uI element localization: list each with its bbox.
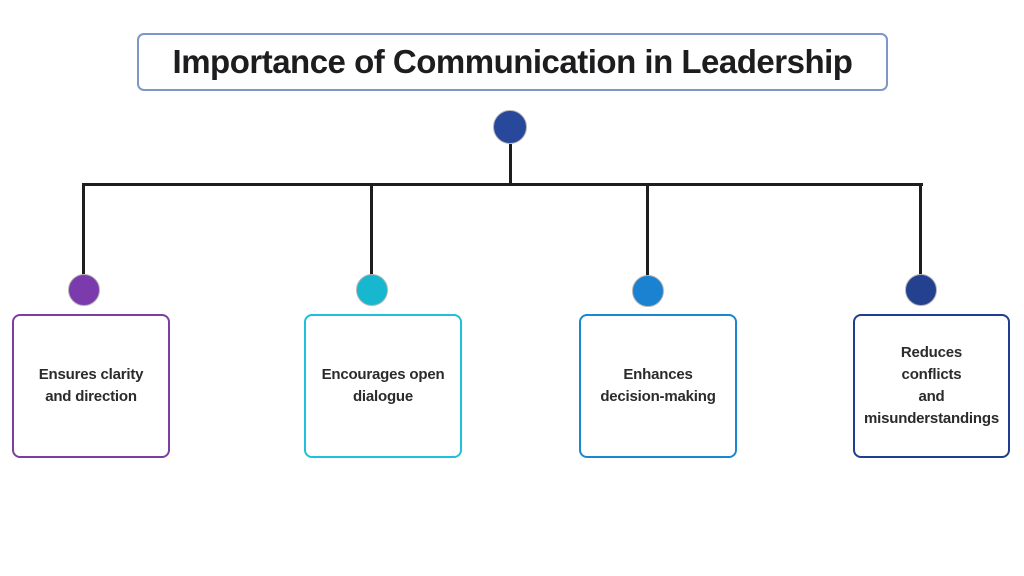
diagram-title: Importance of Communication in Leadershi… <box>172 43 853 80</box>
connector-branch-1 <box>82 185 85 276</box>
branch-box-conflicts: Reduces conflicts and misunderstandings <box>853 314 1010 458</box>
title-box: Importance of Communication in Leadershi… <box>137 33 888 91</box>
connector-branch-2 <box>370 185 373 276</box>
branch-node-dot-1 <box>68 274 100 306</box>
branch-label: Reduces conflicts and misunderstandings <box>864 344 999 427</box>
branch-label: Enhances decision-making <box>600 366 716 405</box>
branch-box-decision-making: Enhances decision-making <box>579 314 737 458</box>
branch-node-dot-2 <box>356 274 388 306</box>
branch-label: Ensures clarity and direction <box>38 366 144 405</box>
branch-node-dot-4 <box>905 274 937 306</box>
connector-branch-4 <box>919 185 922 276</box>
root-node-dot <box>493 110 527 144</box>
connector-root-stub <box>509 144 512 184</box>
branch-node-dot-3 <box>632 275 664 307</box>
branch-box-clarity: Ensures clarity and direction <box>12 314 170 458</box>
connector-branch-3 <box>646 185 649 276</box>
connector-trunk <box>82 183 923 186</box>
branch-box-dialogue: Encourages open dialogue <box>304 314 462 458</box>
branch-label: Encourages open dialogue <box>321 366 445 405</box>
